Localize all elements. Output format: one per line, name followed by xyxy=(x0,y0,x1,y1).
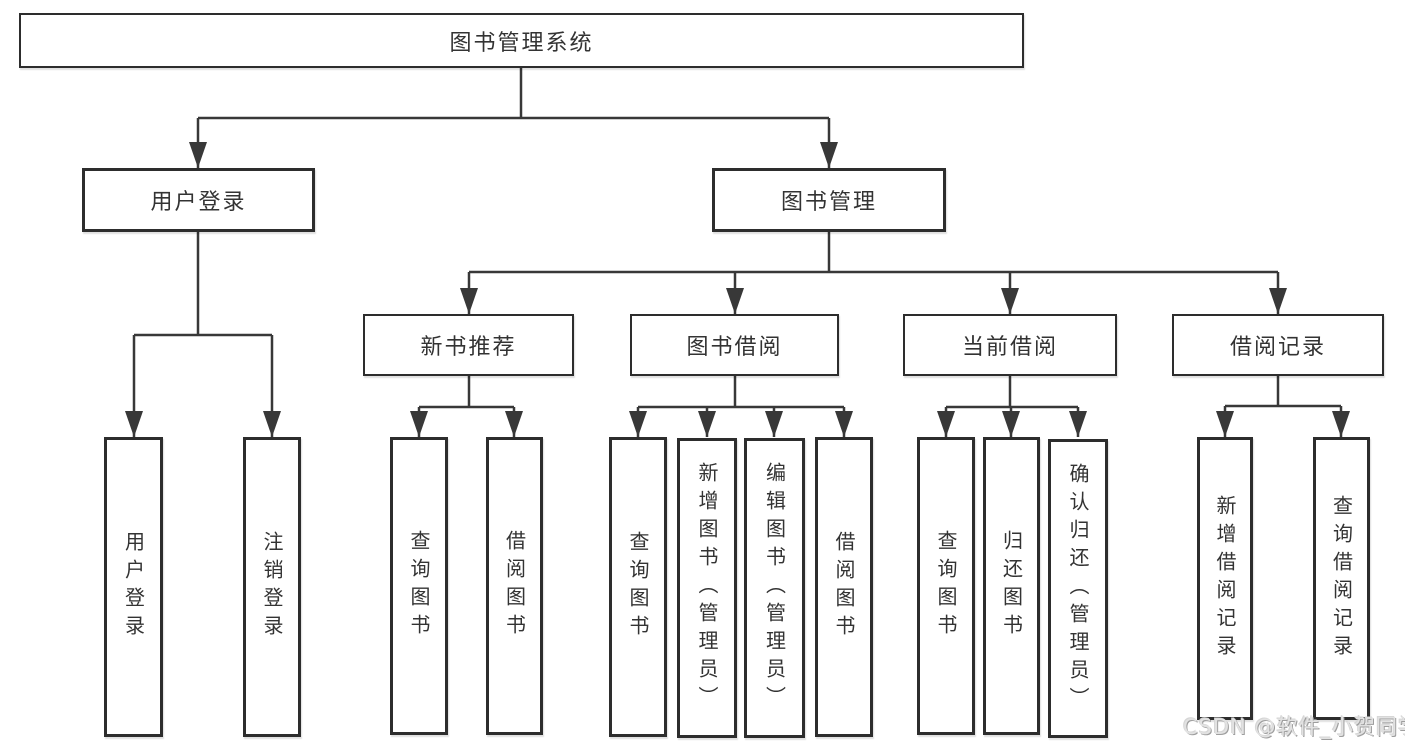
leaf-label: 新增借阅记录 xyxy=(1213,494,1237,663)
leaf-label: 确认归还（管理员） xyxy=(1066,462,1090,715)
leaf-confirm-return-admin: 确认归还（管理员） xyxy=(1048,439,1108,738)
leaf-logout: 注销登录 xyxy=(243,437,301,737)
node-borrowing-records: 借阅记录 xyxy=(1172,314,1384,376)
leaf-query-books-current: 查询图书 xyxy=(917,437,975,735)
leaf-label: 借阅图书 xyxy=(832,531,856,643)
leaf-label: 用户登录 xyxy=(121,531,146,643)
leaf-label: 查询图书 xyxy=(626,531,650,643)
node-label: 图书借阅 xyxy=(686,335,783,360)
leaf-borrow-books-borrowing: 借阅图书 xyxy=(815,437,873,737)
node-current-borrowing: 当前借阅 xyxy=(903,314,1117,376)
leaf-query-books-recommend: 查询图书 xyxy=(390,437,448,735)
node-label: 图书管理系统 xyxy=(449,30,594,56)
node-label: 图书管理 xyxy=(780,190,877,215)
node-book-borrowing: 图书借阅 xyxy=(630,314,839,376)
leaf-label: 编辑图书（管理员） xyxy=(762,462,787,714)
leaf-label: 查询借阅记录 xyxy=(1329,494,1354,663)
node-user-login: 用户登录 xyxy=(82,168,315,232)
leaf-label: 查询图书 xyxy=(407,530,431,642)
node-label: 当前借阅 xyxy=(961,335,1058,360)
node-label: 用户登录 xyxy=(150,190,247,215)
leaf-borrow-books-recommend: 借阅图书 xyxy=(486,437,543,735)
leaf-add-book-admin: 新增图书（管理员） xyxy=(677,438,737,738)
leaf-query-books-borrowing: 查询图书 xyxy=(609,437,667,737)
leaf-label: 新增图书（管理员） xyxy=(695,462,719,714)
leaf-label: 查询图书 xyxy=(934,530,958,642)
node-label: 新书推荐 xyxy=(420,335,517,360)
leaf-return-books: 归还图书 xyxy=(983,437,1040,735)
leaf-label: 归还图书 xyxy=(999,530,1024,642)
leaf-add-borrow-record: 新增借阅记录 xyxy=(1197,437,1253,720)
csdn-watermark: CSDN @软件_小贺同学 xyxy=(1183,715,1405,739)
node-book-management: 图书管理 xyxy=(712,168,946,232)
leaf-label: 借阅图书 xyxy=(502,530,527,642)
leaf-user-login: 用户登录 xyxy=(104,437,163,737)
node-new-book-recommendation: 新书推荐 xyxy=(363,314,574,376)
leaf-query-borrow-record: 查询借阅记录 xyxy=(1313,437,1370,720)
arrowheads xyxy=(125,142,1350,437)
node-label: 借阅记录 xyxy=(1229,335,1326,360)
leaf-edit-book-admin: 编辑图书（管理员） xyxy=(744,438,805,738)
leaf-label: 注销登录 xyxy=(260,531,284,643)
node-library-management-system: 图书管理系统 xyxy=(19,13,1024,68)
